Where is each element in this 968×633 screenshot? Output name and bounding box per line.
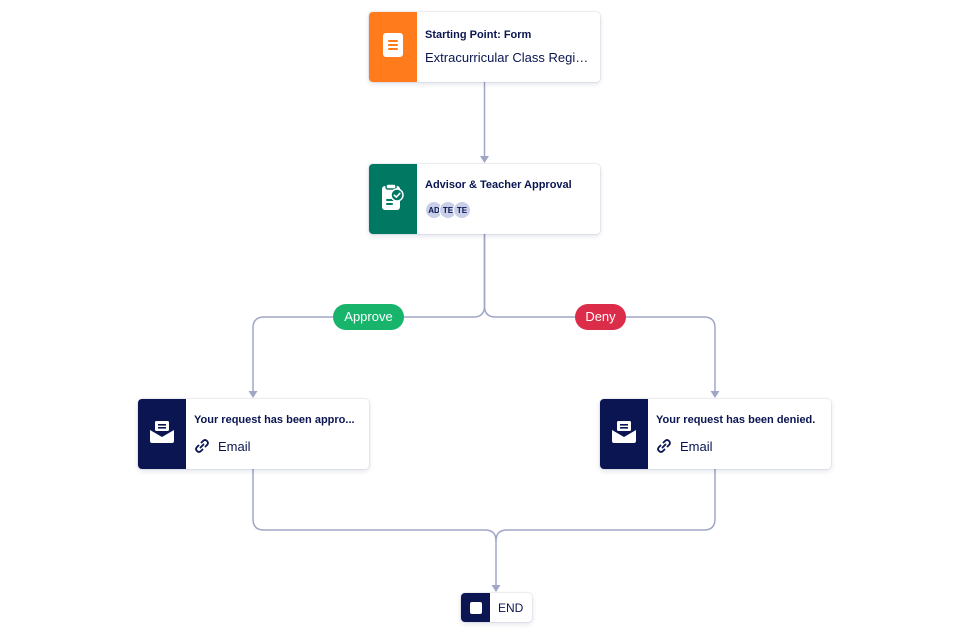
envelope-icon bbox=[612, 420, 636, 448]
email-channel-label: Email bbox=[218, 438, 251, 454]
end-icon-box bbox=[461, 593, 490, 622]
connector-approved-to-end bbox=[252, 469, 497, 586]
deny-branch-pill[interactable]: Deny bbox=[575, 304, 626, 330]
approved-email-title: Your request has been appro... bbox=[194, 414, 355, 426]
link-icon bbox=[194, 438, 210, 454]
denied-email-icon-box bbox=[600, 399, 648, 469]
end-node[interactable]: END bbox=[461, 593, 532, 622]
stop-square-icon bbox=[469, 601, 482, 614]
approval-node-title: Advisor & Teacher Approval bbox=[425, 179, 572, 191]
assignee-avatars: AD TE TE bbox=[425, 201, 592, 219]
denied-email-node[interactable]: Your request has been denied. Email bbox=[600, 399, 831, 469]
link-icon bbox=[656, 438, 672, 454]
approval-icon-box bbox=[369, 164, 417, 234]
form-document-icon bbox=[383, 32, 403, 62]
connector-denied-to-end bbox=[495, 469, 716, 542]
arrowhead-approval bbox=[480, 156, 489, 163]
form-node-subtitle: Extracurricular Class Regis... bbox=[425, 50, 592, 65]
form-icon-box bbox=[369, 12, 417, 82]
form-node-title: Starting Point: Form bbox=[425, 29, 532, 41]
arrowhead-end bbox=[491, 585, 501, 592]
approved-email-icon-box bbox=[138, 399, 186, 469]
avatar[interactable]: TE bbox=[453, 201, 471, 219]
denied-email-title: Your request has been denied. bbox=[656, 414, 816, 426]
approval-node[interactable]: Advisor & Teacher Approval AD TE TE bbox=[369, 164, 600, 234]
arrowhead-approved bbox=[248, 391, 258, 398]
approved-email-node[interactable]: Your request has been appro... Email bbox=[138, 399, 369, 469]
approve-branch-pill[interactable]: Approve bbox=[333, 304, 404, 330]
email-channel-label: Email bbox=[680, 438, 713, 454]
approval-clipboard-icon bbox=[382, 182, 404, 215]
envelope-icon bbox=[150, 420, 174, 448]
end-label: END bbox=[498, 600, 524, 615]
form-start-node[interactable]: Starting Point: Form Extracurricular Cla… bbox=[369, 12, 600, 82]
arrowhead-denied bbox=[710, 391, 720, 398]
